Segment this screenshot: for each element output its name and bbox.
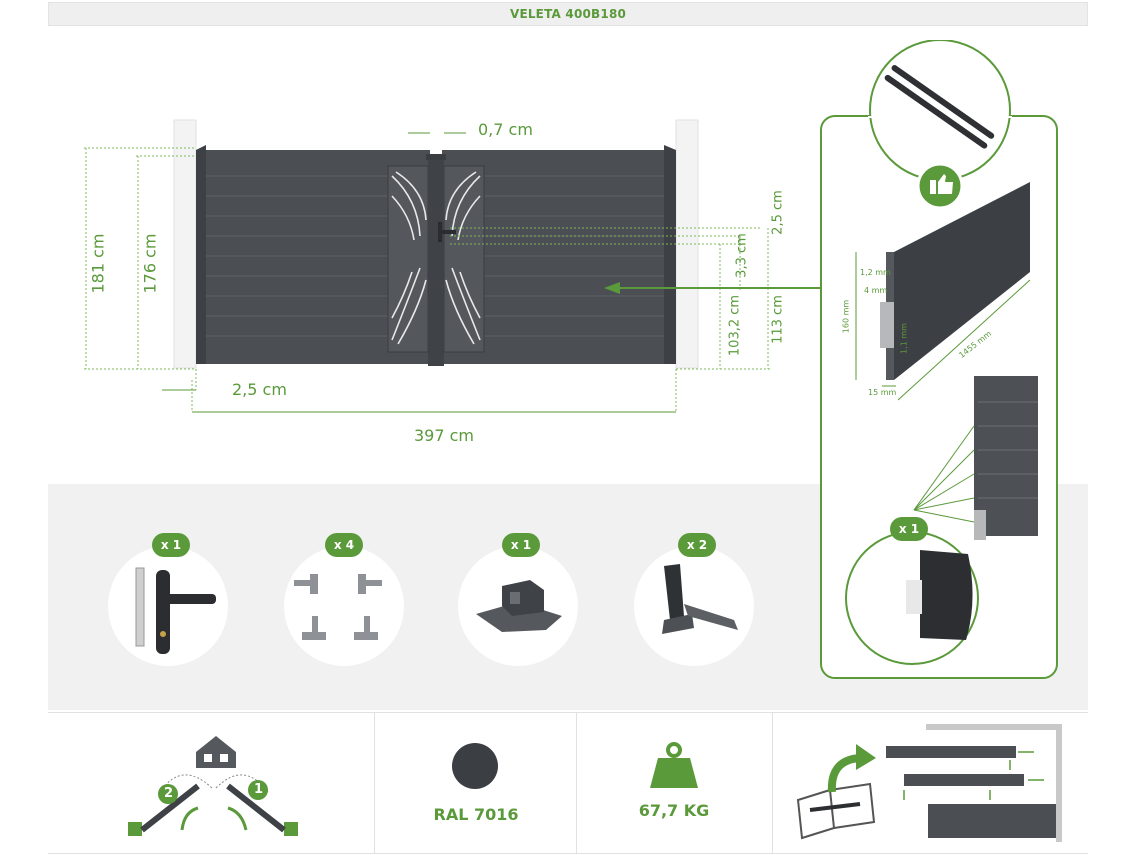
dim-side-gap: 2,5 cm xyxy=(232,380,287,399)
opening-direction-diagram xyxy=(128,736,298,836)
gate-drawing xyxy=(84,119,820,413)
dim-width: 397 cm xyxy=(414,426,475,445)
spec-divider-2 xyxy=(576,712,577,854)
opening-step-1: 1 xyxy=(254,782,264,797)
profile-groove: 4 mm xyxy=(864,286,888,295)
lock-handle-icon xyxy=(135,567,216,654)
color-swatch xyxy=(452,743,498,789)
accessory-qty-stop: x 1 xyxy=(502,533,540,557)
opening-step-2: 2 xyxy=(164,786,174,801)
gate-stop-icon xyxy=(476,580,562,632)
color-label: RAL 7016 xyxy=(433,805,519,824)
dim-gap-top: 0,7 cm xyxy=(478,120,533,139)
profile-panel xyxy=(820,40,1058,679)
accessory-qty-hinges: x 4 xyxy=(325,533,363,557)
dim-height-leaf: 176 cm xyxy=(140,233,160,294)
wing-holder-icon xyxy=(662,564,738,634)
accessory-lock xyxy=(108,546,228,666)
profile-depth: 15 mm xyxy=(868,388,897,397)
packaging-diagram xyxy=(796,724,1062,842)
hinges-icon xyxy=(294,574,382,640)
profile-height: 160 mm xyxy=(841,299,851,334)
weight-icon xyxy=(650,742,698,788)
thumbs-up-icon xyxy=(930,174,953,194)
accessory-qty-holder: x 2 xyxy=(678,533,716,557)
profile-wall: 1,1 mm xyxy=(899,323,909,354)
spec-divider-1 xyxy=(374,712,375,854)
dim-top-offset: 2,5 cm xyxy=(770,190,786,235)
dim-lock-offset: 3,3 cm xyxy=(734,233,750,278)
weight-label: 67,7 KG xyxy=(638,801,710,820)
dim-lock-height: 103,2 cm xyxy=(727,294,743,357)
profile-thickness-top: 1,2 mm xyxy=(860,268,891,277)
dim-lock-height-total: 113 cm xyxy=(770,295,786,344)
accessory-hinges xyxy=(284,546,404,666)
title-bar: VELETA 400B180 xyxy=(48,2,1088,26)
dim-height-total: 181 cm xyxy=(88,233,108,294)
spec-divider-3 xyxy=(772,712,773,854)
accessory-stop xyxy=(458,546,578,666)
product-title: VELETA 400B180 xyxy=(509,7,627,21)
house-icon xyxy=(196,736,236,768)
left-post xyxy=(173,119,197,369)
accessory-holder xyxy=(634,546,754,666)
accessory-qty-lock: x 1 xyxy=(152,533,190,557)
profile-qty: x 1 xyxy=(890,517,928,541)
